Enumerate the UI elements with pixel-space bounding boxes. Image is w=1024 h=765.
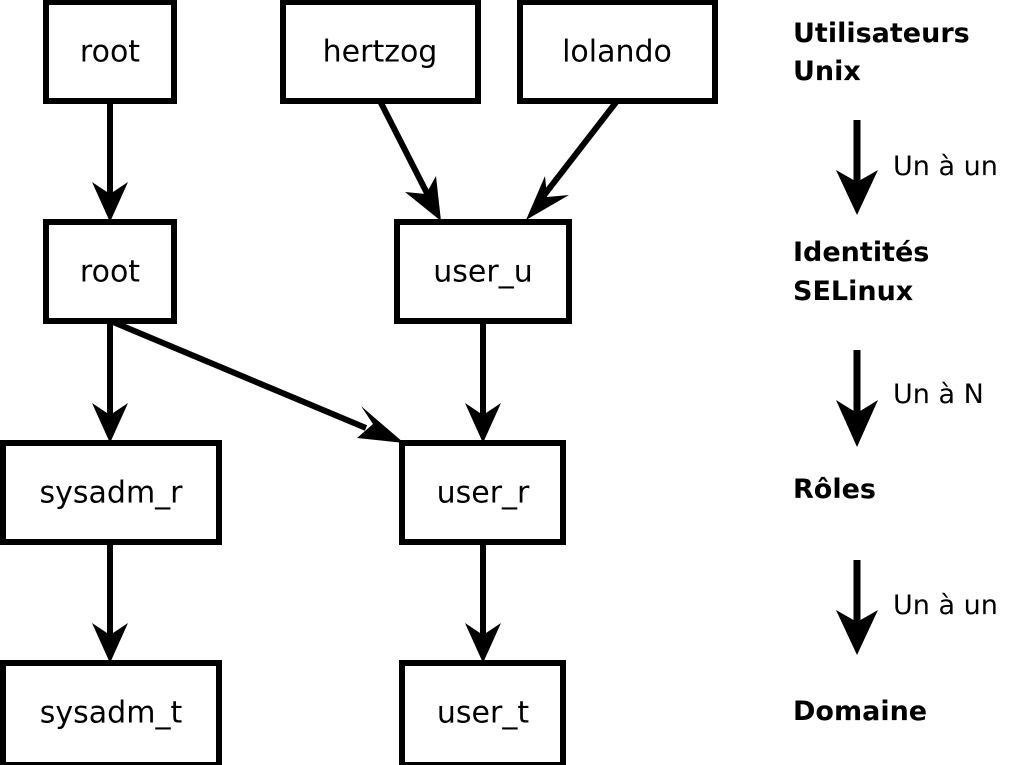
relation-one-to-n-roles: Un à N (836, 350, 984, 447)
level-selinux-identities: Identités SELinux (793, 237, 929, 307)
down-arrow-icon (836, 170, 878, 215)
node-label-user-t: user_t (437, 696, 529, 731)
node-hertzog[interactable]: hertzog (280, 0, 481, 104)
edge-user-u-to-user-r (465, 321, 501, 443)
node-label-user-r: user_r (437, 476, 530, 511)
node-label-sysadm-t: sysadm_t (40, 696, 183, 731)
level-selinux-identities-line1: Identités (793, 237, 929, 268)
node-lolando[interactable]: lolando (517, 0, 718, 104)
node-label-hertzog: hertzog (323, 35, 438, 70)
edge-root-unix-to-root-identity (92, 101, 128, 222)
node-user-r[interactable]: user_r (399, 440, 566, 545)
level-roles-line1: Rôles (793, 474, 876, 505)
node-label-root-identity: root (80, 255, 140, 290)
relation-one-to-n-roles-label: Un à N (893, 379, 984, 410)
node-sysadm-t[interactable]: sysadm_t (0, 660, 222, 765)
edge-user-r-to-user-t (465, 542, 501, 663)
edge-root-identity-to-user-r (111, 319, 404, 443)
edge-lolando-to-user-u (526, 99, 620, 220)
level-unix-users: Utilisateurs Unix (793, 18, 970, 87)
node-label-user-u: user_u (433, 255, 532, 290)
edge-hertzog-to-user-u (377, 99, 441, 221)
relation-one-to-one-identity: Un à un (836, 120, 998, 215)
relation-one-to-one-identity-label: Un à un (893, 151, 998, 182)
relation-one-to-one-domain: Un à un (836, 560, 998, 655)
level-unix-users-line2: Unix (793, 56, 861, 87)
level-roles: Rôles (793, 474, 876, 505)
level-domain: Domaine (793, 696, 927, 727)
legend-column: Utilisateurs Unix Un à un Identités SELi… (793, 18, 998, 727)
node-label-root-unix: root (80, 35, 140, 70)
node-root-identity[interactable]: root (43, 219, 177, 324)
edge-sysadm-r-to-sysadm-t (92, 542, 128, 663)
level-selinux-identities-line2: SELinux (793, 276, 913, 307)
down-arrow-icon (836, 400, 878, 447)
nodes-layer: root hertzog lolando root user_u sysadm_ (0, 0, 718, 765)
edges-layer (92, 99, 620, 663)
node-user-u[interactable]: user_u (394, 219, 572, 324)
level-unix-users-line1: Utilisateurs (793, 18, 970, 49)
node-sysadm-r[interactable]: sysadm_r (0, 440, 222, 545)
node-label-sysadm-r: sysadm_r (40, 476, 184, 511)
edge-root-identity-to-sysadm-r (92, 321, 128, 443)
node-user-t[interactable]: user_t (399, 660, 566, 765)
down-arrow-icon (836, 610, 878, 655)
level-domain-line1: Domaine (793, 696, 927, 727)
relation-one-to-one-domain-label: Un à un (893, 590, 998, 621)
node-root-unix[interactable]: root (43, 0, 177, 104)
node-label-lolando: lolando (562, 35, 672, 70)
